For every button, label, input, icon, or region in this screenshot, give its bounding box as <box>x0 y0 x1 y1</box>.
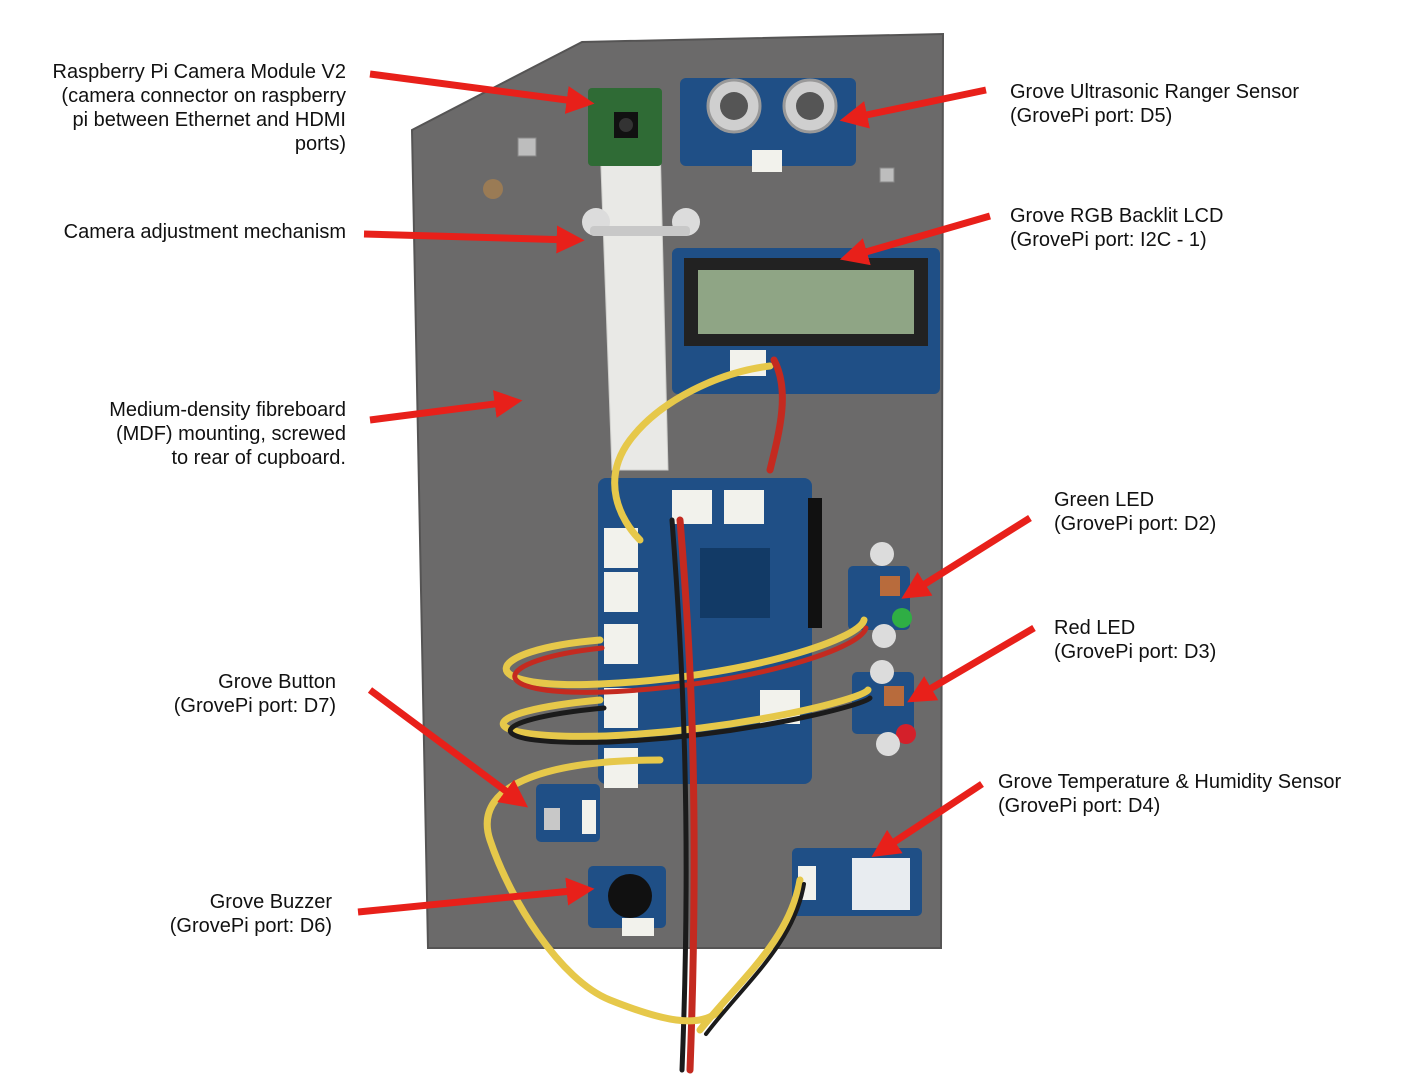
label-ultrasonic-line-2: (GrovePi port: D5) <box>1010 105 1173 127</box>
label-green-led-line-1: Green LED <box>1054 489 1155 511</box>
label-grove-buzzer-line-2: (GrovePi port: D6) <box>169 915 332 937</box>
arrow-camera <box>369 70 595 114</box>
label-rgb-lcd-line-2: (GrovePi port: I2C - 1) <box>1010 229 1207 251</box>
buzzer-module <box>588 866 666 936</box>
label-rgb-lcd-line-1: Grove RGB Backlit LCD <box>1010 205 1224 227</box>
camera-module <box>588 88 662 166</box>
arrow-mdf <box>369 390 523 424</box>
label-green-led-line-2: (GrovePi port: D2) <box>1054 513 1217 535</box>
button-module <box>536 784 600 842</box>
grovepi-board <box>598 478 822 788</box>
label-green-led: Green LED(GrovePi port: D2) <box>1054 488 1216 536</box>
label-grove-buzzer-line-1: Grove Buzzer <box>209 891 332 913</box>
label-temp-humidity-line-2: (GrovePi port: D4) <box>998 795 1161 817</box>
label-rgb-lcd: Grove RGB Backlit LCD(GrovePi port: I2C … <box>1010 204 1223 252</box>
label-mdf-line-1: Medium-density fibreboard <box>109 399 346 421</box>
label-temp-humidity: Grove Temperature & Humidity Sensor(Grov… <box>998 770 1341 818</box>
label-temp-humidity-line-1: Grove Temperature & Humidity Sensor <box>998 771 1342 793</box>
arrow-temp-humidity <box>871 781 984 857</box>
label-camera-line-4: ports) <box>294 133 346 155</box>
grove-wires <box>483 356 873 1074</box>
label-grove-button: Grove Button(GrovePi port: D7) <box>10 670 336 718</box>
arrows-layer <box>357 70 1036 916</box>
arrow-camera-adjust <box>363 225 585 254</box>
board-screws <box>483 137 895 199</box>
label-camera-line-3: pi between Ethernet and HDMI <box>72 109 347 131</box>
label-mdf-line-2: (MDF) mounting, screwed <box>115 423 346 445</box>
arrow-red-led <box>907 624 1036 703</box>
label-camera-adjust-line-1: Camera adjustment mechanism <box>63 221 346 243</box>
label-grove-button-line-2: (GrovePi port: D7) <box>173 695 336 717</box>
green-led-module <box>848 542 912 648</box>
ultrasonic-sensor <box>680 78 856 172</box>
label-red-led: Red LED(GrovePi port: D3) <box>1054 616 1216 664</box>
arrow-grove-button <box>367 687 529 808</box>
label-camera-adjust: Camera adjustment mechanism <box>10 220 346 244</box>
label-ultrasonic-line-1: Grove Ultrasonic Ranger Sensor <box>1010 81 1300 103</box>
arrow-ultrasonic <box>839 86 987 129</box>
label-camera: Raspberry Pi Camera Module V2(camera con… <box>10 60 346 156</box>
arrow-grove-buzzer <box>357 877 595 916</box>
label-mdf-line-3: to rear of cupboard. <box>171 447 346 469</box>
rgb-lcd <box>672 248 940 394</box>
label-red-led-line-2: (GrovePi port: D3) <box>1054 641 1217 663</box>
arrow-rgb-lcd <box>839 212 991 266</box>
label-mdf: Medium-density fibreboard(MDF) mounting,… <box>10 398 346 470</box>
label-grove-button-line-1: Grove Button <box>218 671 336 693</box>
camera-adjust-mechanism <box>582 208 700 236</box>
label-ultrasonic: Grove Ultrasonic Ranger Sensor(GrovePi p… <box>1010 80 1299 128</box>
label-red-led-line-1: Red LED <box>1054 617 1136 639</box>
label-camera-line-2: (camera connector on raspberry <box>61 85 346 107</box>
temp-humidity-module <box>792 848 922 916</box>
label-camera-line-1: Raspberry Pi Camera Module V2 <box>52 61 346 83</box>
camera-ribbon-cable <box>599 139 669 471</box>
arrow-green-led <box>901 515 1032 599</box>
label-grove-buzzer: Grove Buzzer(GrovePi port: D6) <box>10 890 332 938</box>
